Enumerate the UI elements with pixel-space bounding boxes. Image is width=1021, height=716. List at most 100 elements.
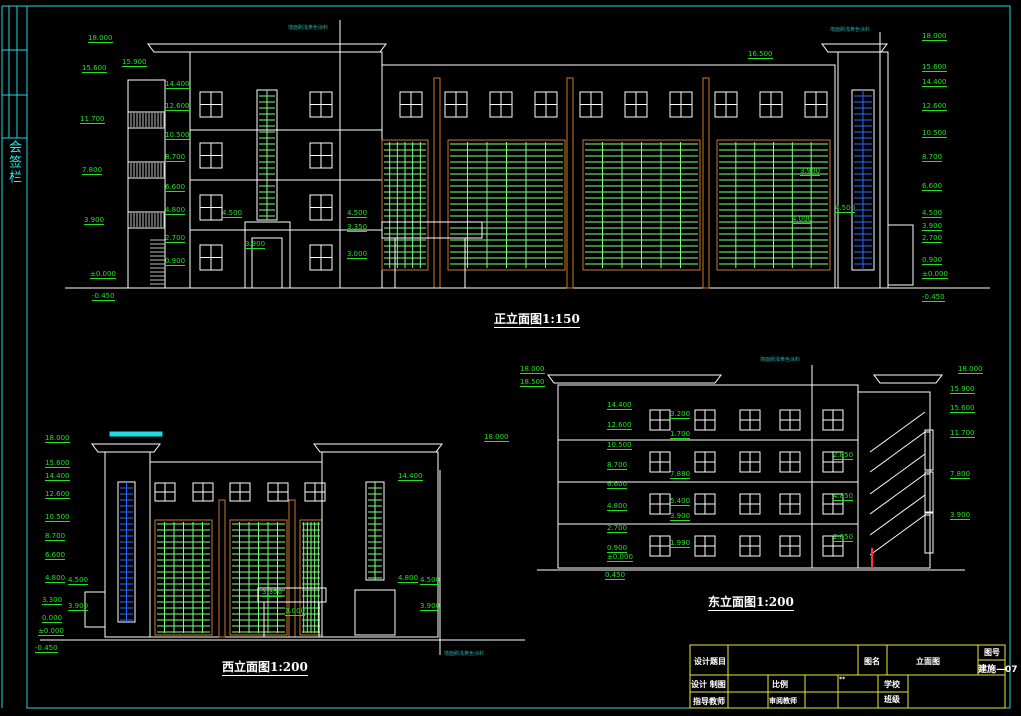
- left-tower: [104, 451, 151, 638]
- level-label: 3.900: [800, 167, 821, 176]
- level-label: 15.600: [45, 459, 70, 468]
- level-label: 7.800: [82, 166, 103, 175]
- level-label: 15.900: [950, 385, 975, 394]
- level-label: 14.400: [398, 472, 423, 481]
- main-entrance-door: [394, 237, 466, 289]
- right-block: [321, 451, 439, 638]
- level-label: 14.400: [922, 78, 947, 87]
- curtain-wall-frame: [447, 139, 566, 271]
- level-label: 3.900: [922, 222, 943, 231]
- level-label: 4.800: [165, 206, 186, 215]
- level-label: 16.500: [748, 50, 773, 59]
- level-label: 8.700: [607, 461, 628, 470]
- level-label: 12.600: [922, 102, 947, 111]
- tb-reviewer: 审阅教师: [769, 697, 797, 705]
- tb-class-label: 班级: [884, 695, 900, 704]
- roof-feature: [109, 431, 163, 437]
- pilaster: [566, 77, 574, 289]
- level-label: 3.900: [420, 602, 441, 611]
- level-label: -0.450: [92, 292, 115, 301]
- tb-drawing-no-label: 图号: [984, 648, 1000, 657]
- title-block-frame: [689, 644, 1006, 709]
- level-label: 15.900: [122, 58, 147, 67]
- east-elevation-title: 东立面图1:200: [708, 595, 794, 611]
- cornice: [313, 443, 443, 453]
- entrance-door: [251, 237, 283, 289]
- balcony: [127, 211, 166, 229]
- level-label: 4.500: [222, 209, 243, 218]
- level-label: 0.900: [165, 257, 186, 266]
- level-label: 1.700: [670, 430, 691, 439]
- level-label: 10.500: [922, 129, 947, 138]
- level-label: 6.600: [922, 182, 943, 191]
- sign-column-label: 会签栏: [6, 140, 21, 185]
- level-label: 18.000: [520, 365, 545, 374]
- level-label: 2.700: [607, 524, 628, 533]
- level-label: 3.900: [68, 602, 89, 611]
- level-label: 7.880: [670, 470, 691, 479]
- level-label: ±0.000: [922, 270, 948, 279]
- stair-flight: [869, 453, 926, 495]
- balcony: [127, 161, 166, 179]
- level-label: 12.600: [45, 490, 70, 499]
- level-label: 3.350: [347, 223, 368, 232]
- side-porch: [354, 589, 396, 636]
- level-label: ±0.000: [607, 553, 633, 562]
- cornice: [821, 43, 888, 53]
- level-label: 4.850: [833, 492, 854, 501]
- front-elevation-title: 正立面图1:150: [494, 312, 580, 328]
- level-label: 4.500: [68, 576, 89, 585]
- pilaster: [433, 77, 441, 289]
- level-label: 1.990: [670, 539, 691, 548]
- curtain-wall-frame: [154, 519, 213, 636]
- tb-drawing-name: 立面图: [916, 657, 940, 666]
- level-label: 11.700: [950, 429, 975, 438]
- level-label: 18.000: [958, 365, 983, 374]
- level-label: 3.350: [262, 588, 283, 597]
- curtain-wall-frame: [582, 139, 701, 271]
- level-label: 4.500: [347, 209, 368, 218]
- right-tower: [837, 51, 889, 289]
- level-label: 0.900: [922, 256, 943, 265]
- tb-drawing-no: 建施—07: [978, 665, 1018, 675]
- stair-tower: [127, 79, 166, 289]
- stair-tower: [857, 391, 931, 569]
- level-label: 5.400: [670, 497, 691, 506]
- stair-flight: [869, 473, 930, 515]
- level-label: ±0.000: [90, 270, 116, 279]
- level-label: 3.900: [84, 216, 105, 225]
- level-label: 8.700: [45, 532, 66, 541]
- level-label: 11.700: [80, 115, 105, 124]
- cornice: [547, 374, 722, 384]
- level-label: 6.600: [45, 551, 66, 560]
- level-label: -0.450: [35, 644, 58, 653]
- stair-landing: [924, 429, 934, 471]
- level-label: -0.450: [922, 293, 945, 302]
- tb-school-label: 学校: [884, 680, 900, 689]
- level-label: 18.000: [45, 434, 70, 443]
- level-label: 2.700: [922, 234, 943, 243]
- level-label: 15.600: [950, 404, 975, 413]
- level-label: 18.500: [520, 378, 545, 387]
- side-porch: [84, 591, 106, 628]
- level-label: 4.500: [835, 204, 856, 213]
- level-label: 10.500: [165, 131, 190, 140]
- side-porch: [887, 224, 914, 286]
- material-note: 墙面刷浅黄色涂料: [760, 357, 801, 363]
- stair-landing: [924, 471, 934, 513]
- tb-scale-label: 比例: [772, 680, 788, 689]
- level-label: 14.400: [607, 401, 632, 410]
- level-label: 18.000: [922, 32, 947, 41]
- cornice: [147, 43, 387, 53]
- level-label: 4.500: [420, 576, 441, 585]
- drawing-frame: [26, 5, 1011, 709]
- curtain-wall-frame: [381, 139, 429, 271]
- curtain-wall-frame: [229, 519, 288, 636]
- central-block: [381, 64, 836, 289]
- level-label: 4.000: [792, 215, 813, 224]
- tb-drawing-name-label: 图名: [864, 657, 880, 666]
- tb-scale-value: **: [839, 676, 846, 683]
- level-label: ±0.000: [38, 627, 64, 636]
